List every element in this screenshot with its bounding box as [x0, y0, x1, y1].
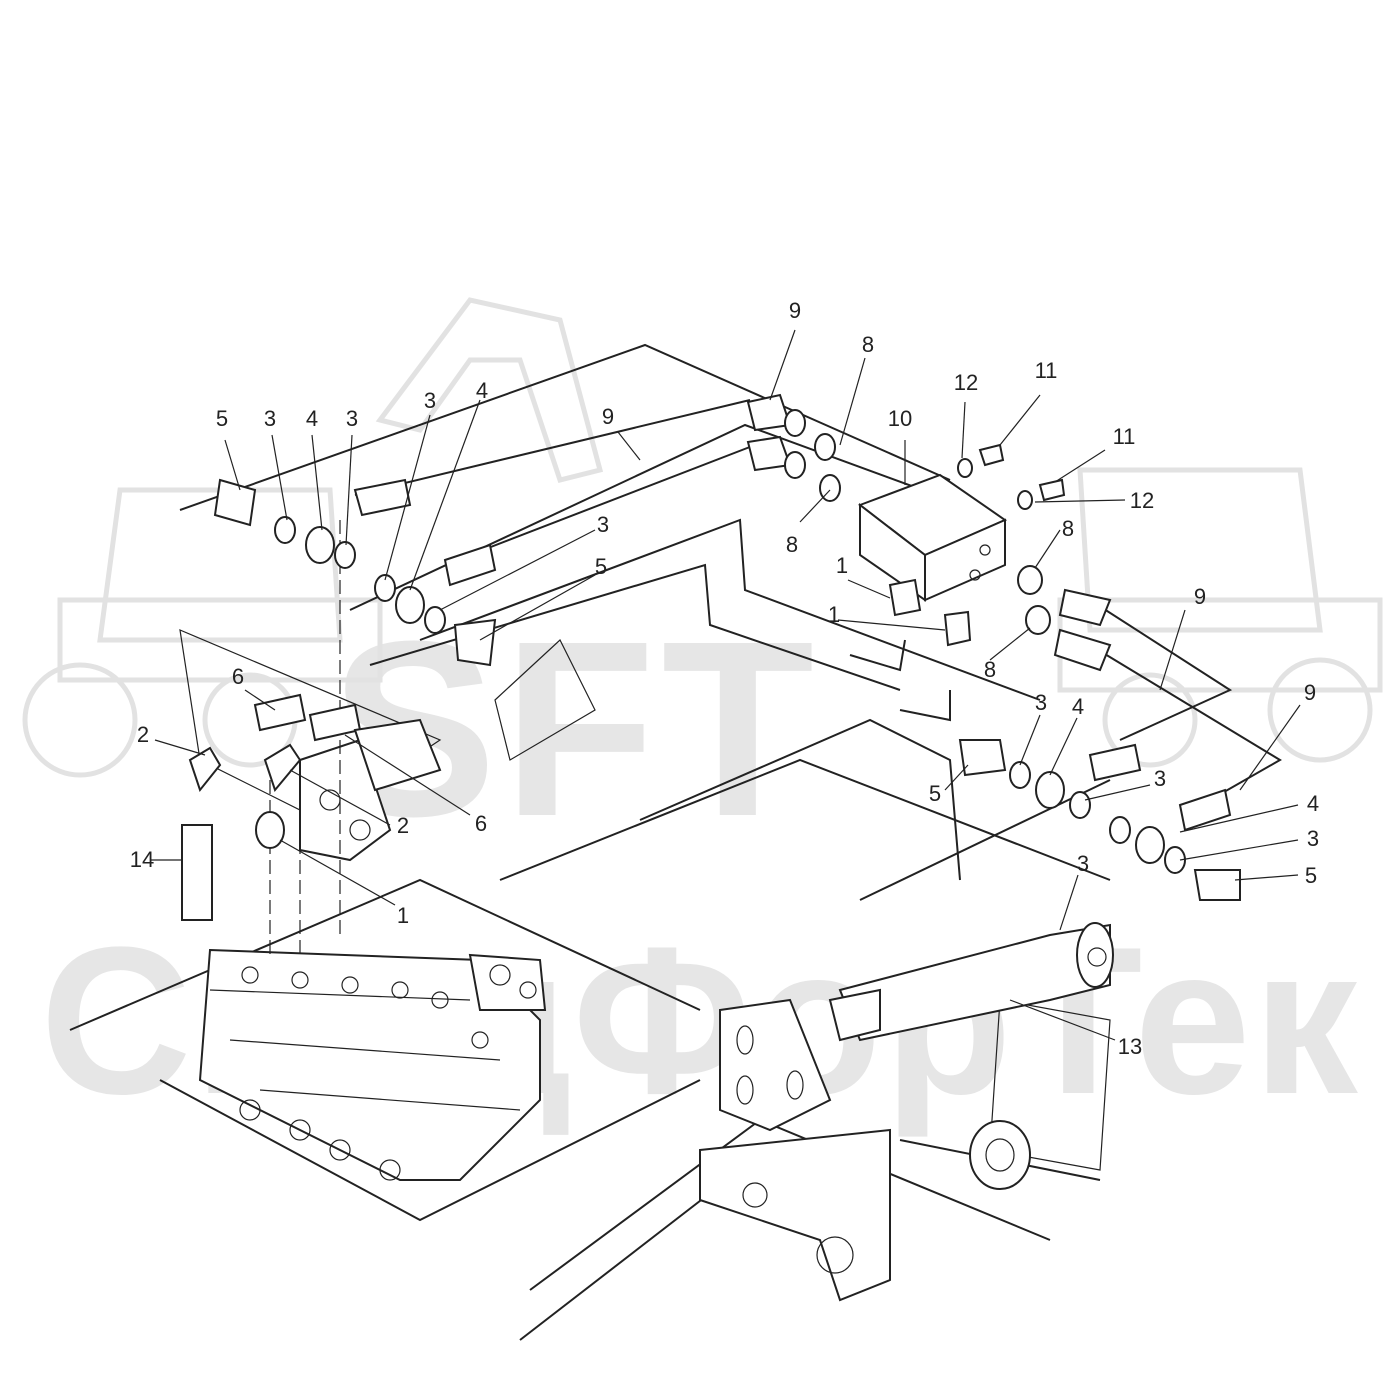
callout-4: 4 [306, 406, 318, 431]
callout-3: 3 [1035, 690, 1047, 715]
callout-8: 8 [862, 332, 874, 357]
callout-3: 3 [1307, 826, 1319, 851]
callout-4: 4 [1307, 791, 1319, 816]
callout-12: 12 [1130, 488, 1154, 513]
fittings [181, 393, 1241, 921]
callout-5: 5 [595, 554, 607, 579]
callout-8: 8 [786, 532, 798, 557]
callout-3: 3 [1154, 766, 1166, 791]
callout-5: 5 [929, 781, 941, 806]
callout-9: 9 [602, 404, 614, 429]
callout-13: 13 [1118, 1034, 1142, 1059]
valve-block-10 [857, 473, 1008, 602]
callout-3: 3 [346, 406, 358, 431]
callout-8: 8 [984, 657, 996, 682]
bushing-ring [969, 1120, 1031, 1190]
callout-4: 4 [1072, 694, 1084, 719]
watermark-excavator-art [22, 297, 1383, 778]
callout-8: 8 [1062, 516, 1074, 541]
callout-2: 2 [137, 722, 149, 747]
callout-11: 11 [1113, 424, 1136, 449]
callout-3: 3 [424, 388, 436, 413]
callout-10: 10 [888, 406, 912, 431]
hoses [269, 399, 1282, 960]
callout-1: 1 [397, 903, 409, 928]
lever-arm [699, 1128, 891, 1302]
cylinder-13 [828, 922, 1114, 1042]
control-valve-bank [198, 948, 547, 1181]
callout-3: 3 [597, 512, 609, 537]
callout-5: 5 [216, 406, 228, 431]
callout-9: 9 [1304, 680, 1316, 705]
callout-1: 1 [836, 553, 848, 578]
callout-3: 3 [264, 406, 276, 431]
leader-lines [150, 329, 1301, 1041]
callout-5: 5 [1305, 863, 1317, 888]
callout-3: 3 [1077, 851, 1089, 876]
callout-9: 9 [1194, 584, 1206, 609]
callout-11: 11 [1035, 358, 1058, 383]
callout-6: 6 [475, 811, 487, 836]
callout-14: 14 [130, 847, 154, 872]
callout-9: 9 [789, 298, 801, 323]
callout-1: 1 [828, 602, 840, 627]
callout-12: 12 [954, 370, 978, 395]
callout-4: 4 [476, 378, 488, 403]
callout-6: 6 [232, 664, 244, 689]
callout-labels: 9 8 12 11 10 11 12 5 3 4 3 3 4 9 3 5 8 8… [130, 298, 1319, 1059]
pivot-bracket-center [719, 998, 832, 1132]
callout-2: 2 [397, 813, 409, 838]
